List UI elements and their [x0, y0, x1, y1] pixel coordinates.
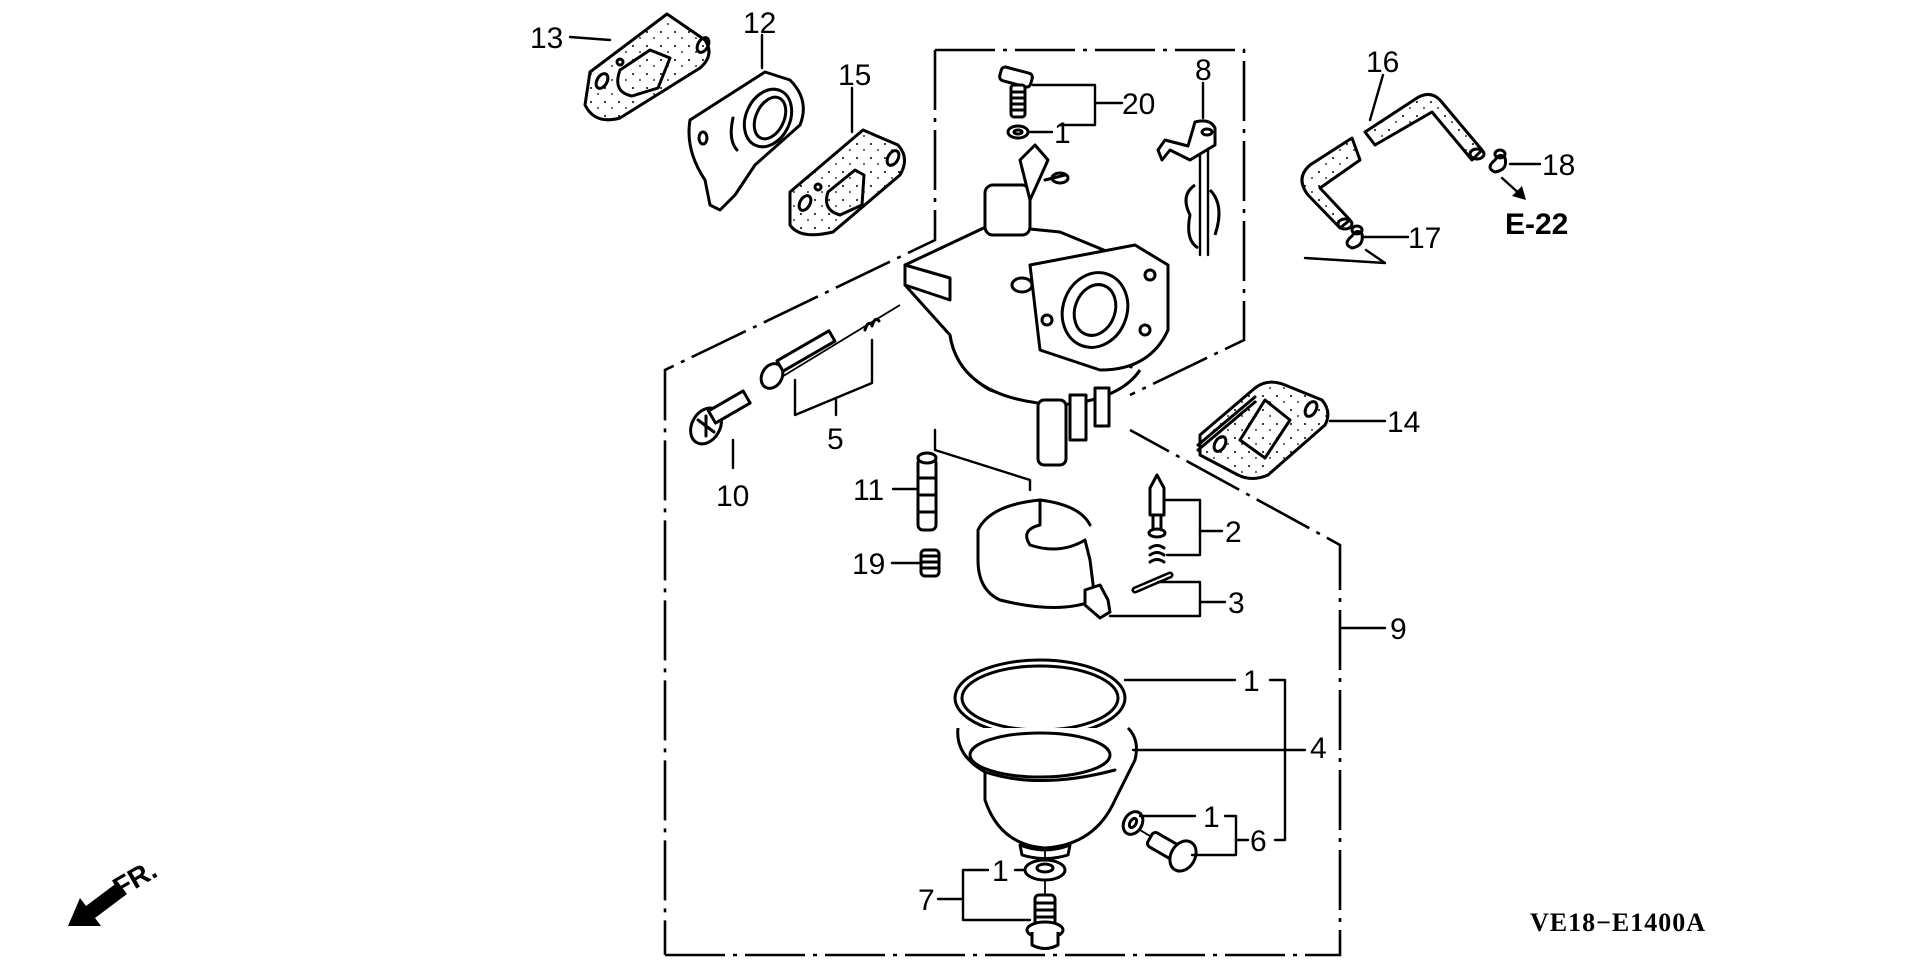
callout-8: 8: [1195, 54, 1212, 87]
screw-set-6[interactable]: [1139, 829, 1201, 876]
jet-19[interactable]: [919, 548, 941, 578]
front-arrow-icon: FR.: [68, 854, 162, 926]
float-chamber-set-4[interactable]: [956, 726, 1138, 860]
screw-set-5[interactable]: [757, 304, 901, 392]
callout-12: 12: [743, 7, 776, 40]
callout-14: 14: [1387, 406, 1420, 439]
callout-7: 7: [918, 884, 935, 917]
callout-15: 15: [838, 59, 871, 92]
washer-bottom[interactable]: [1023, 858, 1067, 882]
carburetor-body[interactable]: [903, 143, 1170, 467]
screw-10[interactable]: [684, 389, 752, 450]
reference-e22[interactable]: E-22: [1505, 208, 1568, 241]
callout-5: 5: [827, 423, 844, 456]
washer-top[interactable]: [1006, 124, 1030, 140]
gasket-13[interactable]: [583, 12, 711, 122]
screw-set-20[interactable]: [998, 65, 1034, 119]
callout-1-drain: 1: [1203, 801, 1220, 834]
callout-1-top: 1: [1054, 117, 1071, 150]
callout-20: 20: [1122, 88, 1155, 121]
lever-8[interactable]: [1156, 119, 1221, 257]
tube-16[interactable]: [1300, 93, 1486, 231]
float[interactable]: [976, 498, 1112, 620]
callout-1-bottom: 1: [992, 855, 1009, 888]
bolt-set-7[interactable]: [1025, 848, 1065, 950]
leader-lines: [568, 33, 1542, 922]
assembly-boundary: [663, 48, 1342, 957]
clip-17[interactable]: [1345, 224, 1364, 250]
o-ring-bowl[interactable]: [953, 658, 1127, 738]
callout-10: 10: [716, 480, 749, 513]
arrow-to-e22: [1500, 176, 1526, 200]
clip-18[interactable]: [1488, 148, 1507, 174]
insulator-12[interactable]: [687, 70, 805, 212]
callout-18: 18: [1542, 149, 1575, 182]
callout-9: 9: [1390, 613, 1407, 646]
pin-3[interactable]: [1131, 571, 1174, 594]
washer-drain[interactable]: [1119, 808, 1147, 838]
callout-19: 19: [852, 548, 885, 581]
callout-17: 17: [1408, 222, 1441, 255]
callout-16: 16: [1366, 46, 1399, 79]
jet-11[interactable]: [916, 451, 938, 532]
valve-set-2[interactable]: [1147, 473, 1167, 564]
callout-1-bowl: 1: [1243, 665, 1260, 698]
figure-code: VE18−E1400A: [1530, 908, 1706, 937]
gasket-14[interactable]: [1196, 380, 1330, 480]
callout-3: 3: [1228, 587, 1245, 620]
callout-2: 2: [1225, 516, 1242, 549]
callout-4: 4: [1310, 732, 1327, 765]
gasket-15[interactable]: [788, 128, 906, 237]
callout-11: 11: [853, 474, 884, 507]
callout-13: 13: [530, 22, 563, 55]
callout-labels: 13 12 15 20 1 8 16 18 17 5 10 11 14 2 19…: [530, 7, 1575, 917]
callout-6: 6: [1250, 825, 1267, 858]
